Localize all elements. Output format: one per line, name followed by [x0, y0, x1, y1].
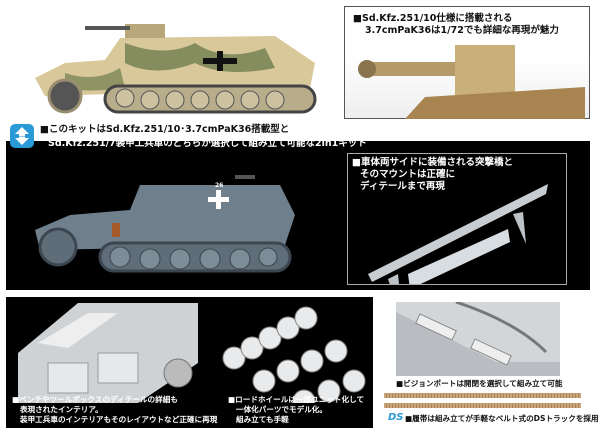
assault-bridge-image — [368, 184, 548, 284]
bridge-detail-box: ■車体両サイドに装備される突撃橋と そのマウントは正確に ディテールまで再現 — [347, 153, 567, 285]
vision-port-image — [396, 302, 560, 376]
grey-halftrack-image: 26 — [35, 175, 295, 273]
kit-caption-line2: Sd.Kfz.251/7装甲工兵車のどちらか選択して組み立て可能な2in1キット — [48, 138, 367, 149]
vehicle-number: 26 — [215, 182, 223, 189]
track-caption: ■履帯は組み立てが手軽なベルト式のDSトラックを採用 — [405, 414, 599, 423]
road-wheels-image — [222, 306, 366, 403]
wheel-caption-line3: 組み立ても手軽 — [236, 415, 289, 424]
interior-image — [18, 303, 198, 403]
interior-caption-line2: 表現されたインテリア。 — [20, 405, 103, 414]
track-belt-top — [384, 393, 581, 398]
bottom-left-panel: ■ベンチやツールボックスのディテールの詳細も 表現されたインテリア。 装甲工兵車… — [6, 297, 373, 428]
wheel-caption-line1: ■ロードホイールは一部ユニット化して — [228, 395, 365, 404]
bridge-caption-line3: ディテールまで再現 — [360, 181, 445, 192]
ds-logo: DS — [388, 412, 404, 423]
pak36-photo-box: ■Sd.Kfz.251/10仕様に搭載される 3.7cmPaK36は1/72でも… — [344, 6, 590, 119]
interior-caption-line1: ■ベンチやツールボックスのディテールの詳細も — [12, 395, 178, 404]
interior-caption-line3: 装甲工兵車のインテリアもそのレイアウトなど正確に再現 — [20, 415, 218, 424]
vision-caption: ■ビジョンポートは開閉を選択して組み立て可能 — [396, 379, 563, 388]
top-caption-line1: ■Sd.Kfz.251/10仕様に搭載される — [353, 13, 513, 24]
pak36-gun-image — [358, 45, 585, 119]
track-belt-bottom — [384, 403, 581, 408]
top-caption-line2: 3.7cmPaK36は1/72でも詳細な再現が魅力 — [365, 25, 559, 36]
camo-halftrack-image — [35, 24, 317, 114]
swap-arrows-icon — [10, 124, 34, 148]
wheel-caption-line2: 一体化パーツでモデル化。 — [236, 405, 327, 414]
bridge-caption-line2: そのマウントは正確に — [360, 169, 456, 180]
bridge-caption-line1: ■車体両サイドに装備される突撃橋と — [352, 157, 513, 168]
kit-caption-line1: ■このキットはSd.Kfz.251/10･3.7cmPaK36搭載型と — [40, 124, 290, 135]
